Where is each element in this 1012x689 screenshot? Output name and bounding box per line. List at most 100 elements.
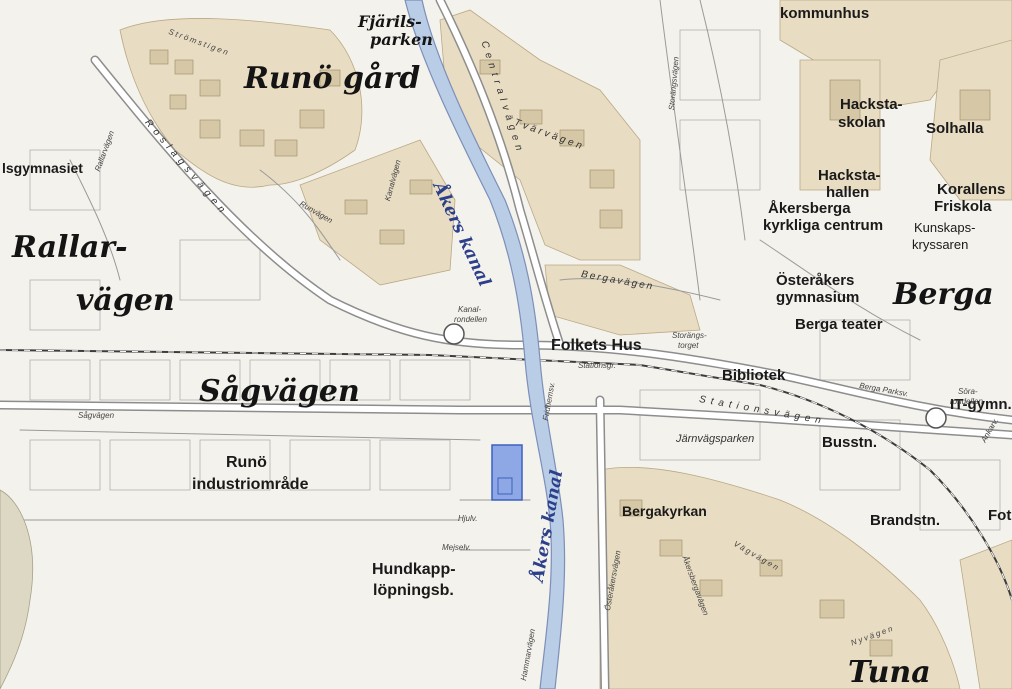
sorarondellen-roundabout	[925, 407, 947, 429]
place-label-solhalla: Solhalla	[926, 120, 984, 137]
osterakersvagen-road	[597, 397, 608, 689]
building	[519, 109, 543, 125]
area-label-vagen: vägen	[76, 283, 175, 318]
street-label-kanalrondellen-1: Kanal-	[458, 305, 482, 314]
building	[479, 59, 501, 75]
plot	[919, 459, 1001, 531]
place-label-hacksta-hallen-1: Hacksta-	[818, 167, 881, 184]
place-label-parken: parken	[370, 30, 433, 49]
storangsvagen-road	[699, 0, 746, 241]
plot	[179, 359, 241, 401]
plot	[249, 359, 321, 401]
bergavagen-road	[559, 278, 721, 301]
residential-kanalvagen	[299, 139, 456, 286]
place-label-gymnasium: gymnasium	[776, 289, 860, 306]
street-label-sagvagen: Sågvägen	[78, 411, 115, 420]
building	[319, 69, 341, 87]
place-label-it-gymn: IT-gymn.	[950, 396, 1012, 413]
plot	[379, 439, 451, 491]
building	[299, 109, 325, 129]
runvagen-road	[259, 169, 341, 261]
railway-dashes	[0, 349, 1012, 601]
place-label-folkets-hus: Folkets Hus	[551, 337, 642, 354]
plot	[329, 359, 391, 401]
place-label-kommunhus: kommunhus	[780, 5, 870, 22]
roslagsvagen-road	[92, 57, 1012, 423]
place-label-fot: Fot	[988, 507, 1012, 524]
street-label-hjulv: Hjulv.	[458, 514, 478, 523]
building	[169, 94, 187, 110]
building	[199, 79, 221, 97]
plot	[29, 279, 101, 331]
place-label-akersberga: Åkersberga	[768, 200, 851, 217]
place-label-osterakers: Österåkers	[776, 272, 855, 289]
place-label-brandstn: Brandstn.	[870, 512, 941, 529]
sagvagen-road	[19, 429, 481, 441]
highlight-parcel	[491, 444, 523, 501]
place-label-berga-teater: Berga teater	[795, 316, 883, 333]
building	[819, 599, 845, 619]
railway	[0, 349, 1012, 601]
highlight-parcel-building	[497, 477, 513, 495]
street-label-mejselv: Mejselv.	[442, 543, 471, 552]
building	[379, 229, 405, 245]
place-label-fjarils: Fjärils-	[358, 12, 422, 31]
plot	[399, 359, 471, 401]
plot	[819, 419, 901, 491]
residential-tuna	[599, 467, 961, 689]
place-label-bibliotek: Bibliotek	[722, 367, 786, 384]
building	[699, 579, 723, 597]
plot	[99, 359, 171, 401]
street-label-stationsgr: Stationsgr.	[578, 361, 616, 370]
canal-water	[404, 0, 566, 689]
building	[344, 199, 368, 215]
kanalrondellen-roundabout	[443, 323, 465, 345]
building	[599, 209, 623, 229]
building	[239, 129, 265, 147]
building-blocks	[149, 49, 991, 657]
building	[619, 499, 643, 517]
green-area	[0, 489, 34, 689]
street-label-sora-2: rondellen	[950, 397, 983, 406]
building	[199, 119, 221, 139]
residential-kommunhus	[779, 0, 1012, 111]
plot	[29, 149, 101, 211]
plot	[109, 439, 191, 491]
area-label-berga: Berga	[893, 277, 994, 312]
place-label-kunskaps: Kunskaps-	[914, 220, 976, 235]
plot	[679, 29, 761, 101]
building	[409, 179, 433, 195]
side-road	[659, 0, 701, 301]
place-label-industriomrade: industriområde	[192, 476, 309, 493]
plot	[819, 319, 911, 381]
place-label-bergakyrkan: Bergakyrkan	[622, 503, 707, 519]
stationsvagen-road	[0, 402, 1012, 438]
building	[959, 89, 991, 121]
place-label-hundkapp: Hundkapp-	[372, 561, 456, 578]
place-label-kryssaren: kryssaren	[912, 237, 969, 252]
place-label-hacksta-skolan-2: skolan	[838, 114, 886, 131]
building	[274, 139, 298, 157]
area-label-tuna: Tuna	[848, 655, 931, 689]
residential-east	[959, 539, 1012, 689]
street-label-storangstorget-2: torget	[678, 341, 699, 350]
building	[589, 169, 615, 189]
side-road-2	[759, 239, 921, 341]
plot	[29, 439, 101, 491]
building	[869, 639, 893, 657]
plot	[679, 119, 761, 191]
place-label-kyrkliga-centrum: kyrkliga centrum	[763, 217, 884, 234]
rallarvagen-road	[69, 159, 121, 281]
street-label-kanalrondellen-2: rondellen	[454, 315, 487, 324]
plot	[289, 439, 371, 491]
building	[174, 59, 194, 75]
place-label-gymnasiet: lsgymnasiet	[2, 160, 83, 176]
place-label-friskola: Friskola	[934, 198, 992, 215]
building	[559, 129, 585, 147]
building	[759, 559, 783, 577]
area-label-rallar: Rallar-	[12, 230, 128, 265]
building	[149, 49, 169, 65]
